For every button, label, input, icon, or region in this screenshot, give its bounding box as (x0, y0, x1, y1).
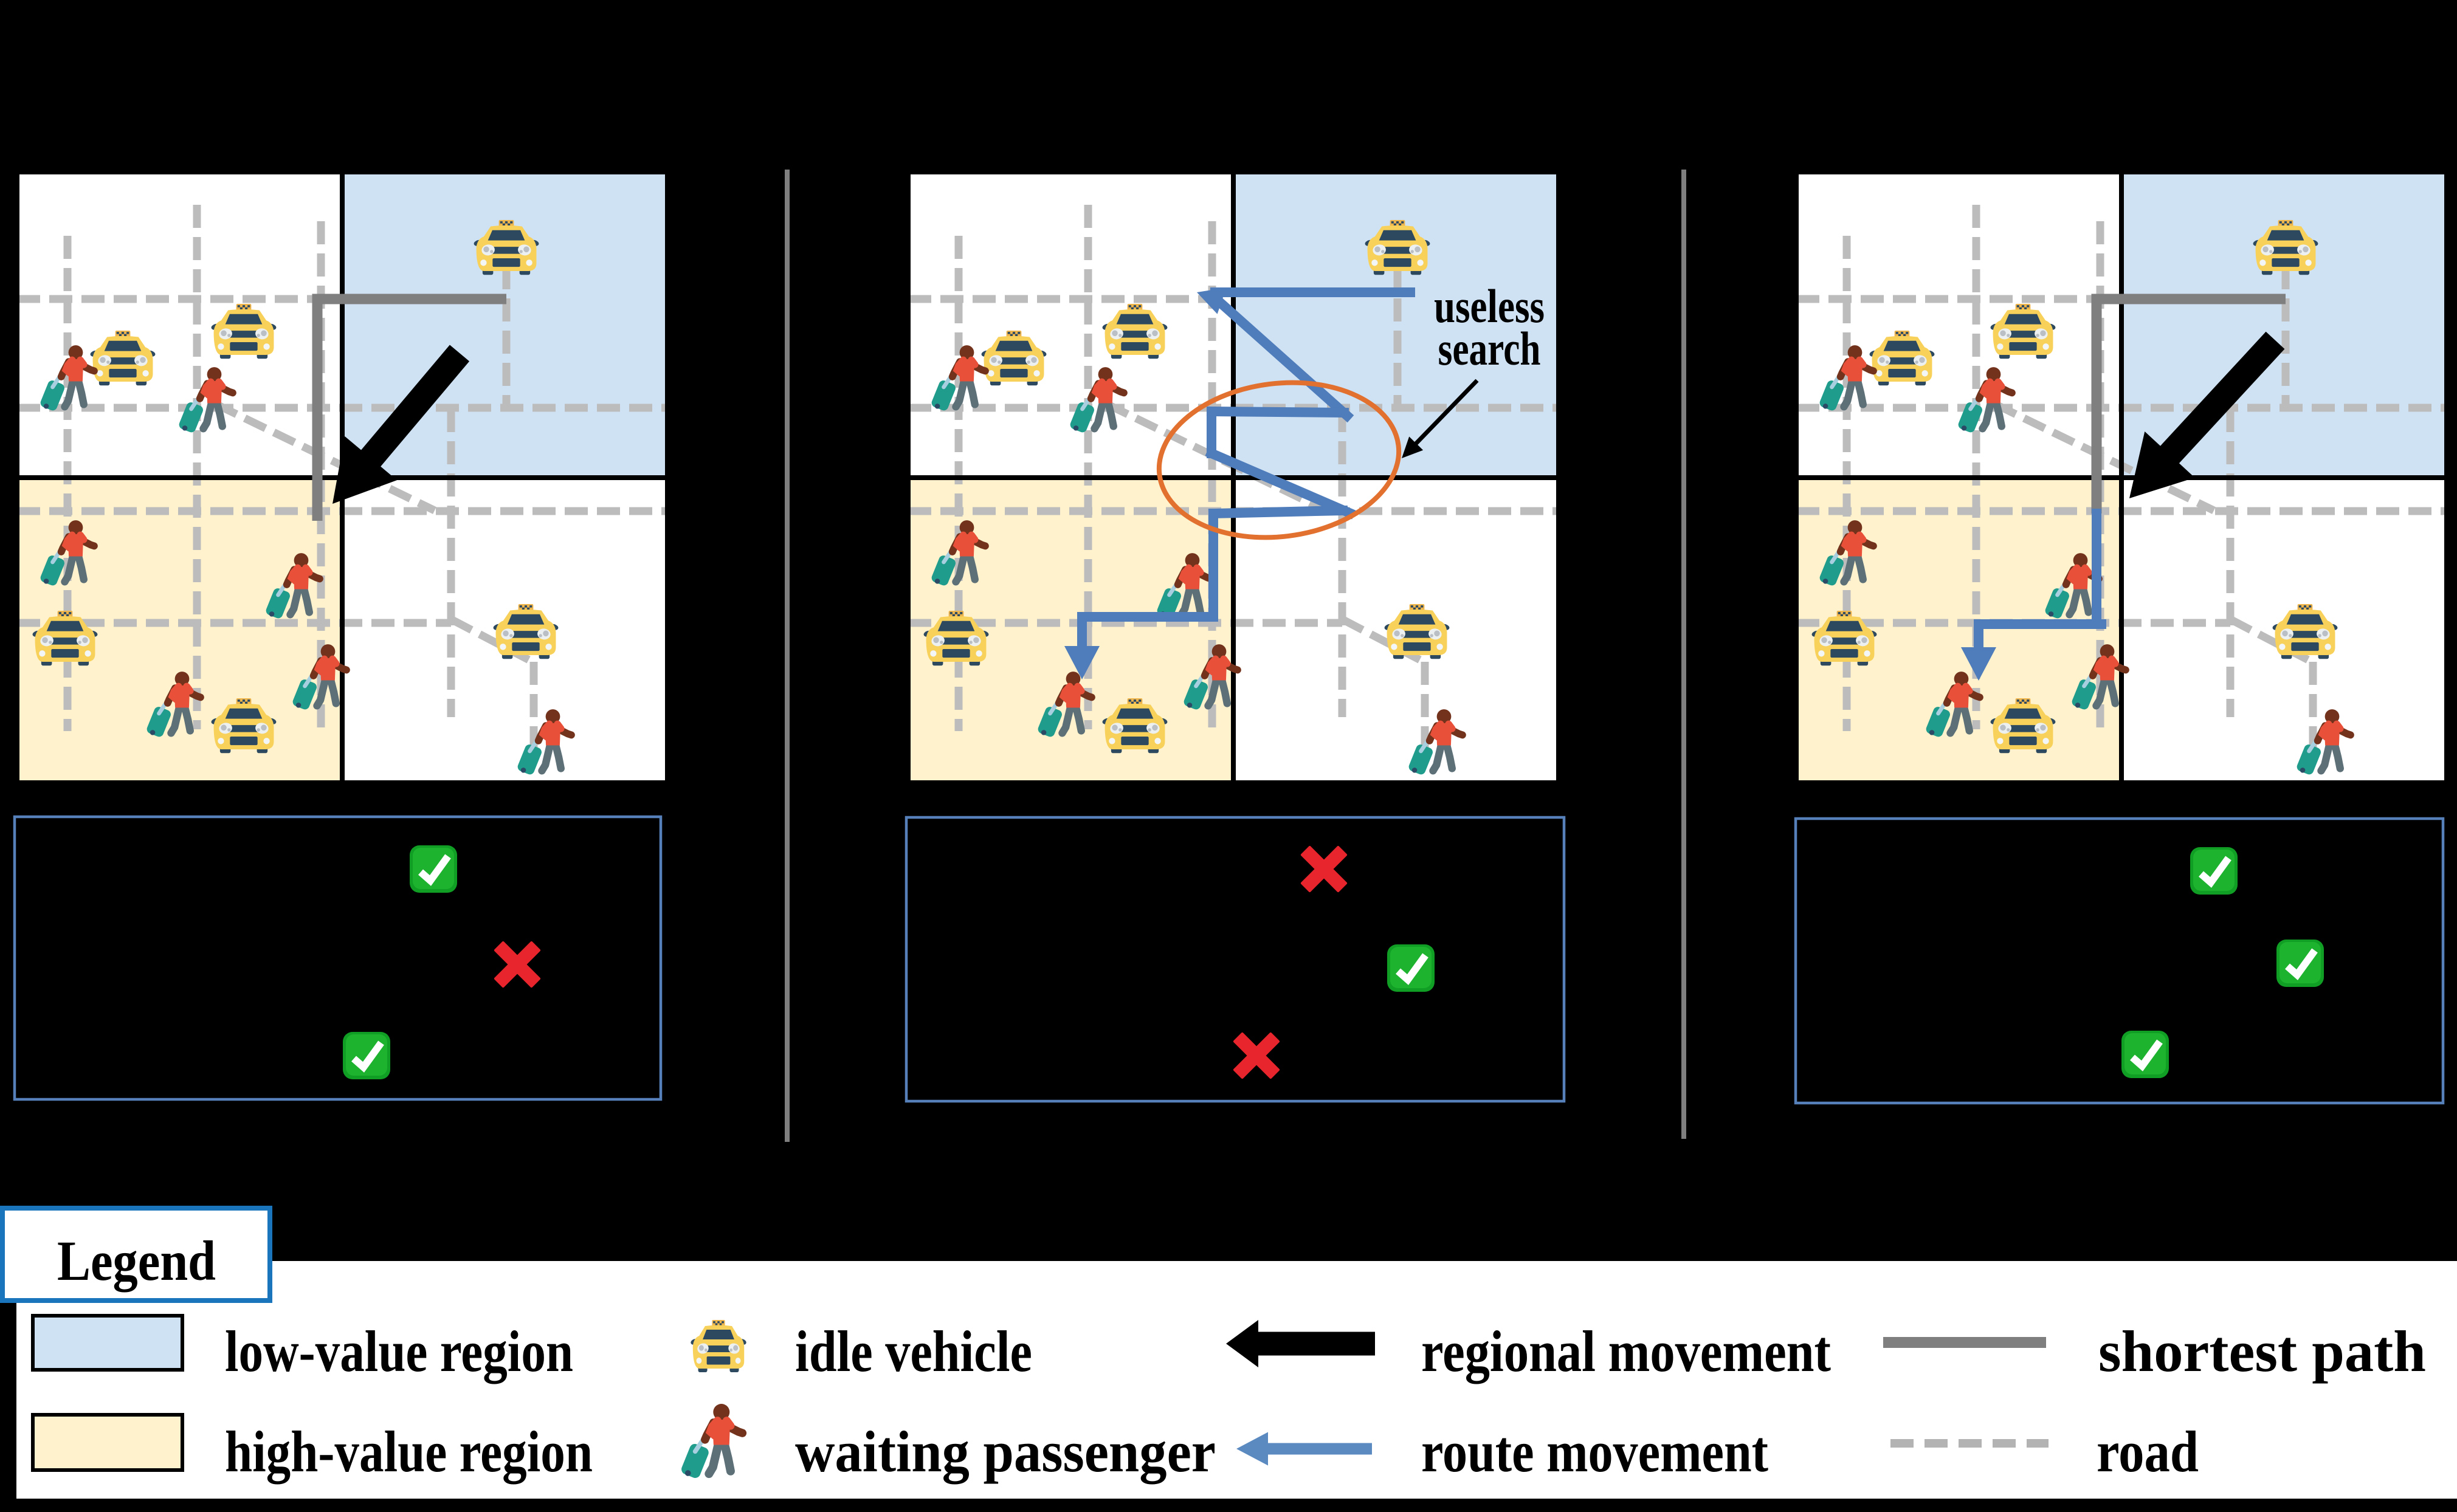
svg-text:regional movement: regional movement (1421, 1319, 1831, 1384)
svg-text:Legend: Legend (57, 1230, 216, 1293)
svg-text:road: road (2097, 1419, 2199, 1484)
svg-text:route movement: route movement (1421, 1419, 1768, 1484)
svg-text:high-value region: high-value region (225, 1419, 593, 1484)
svg-text:search: search (1438, 322, 1541, 375)
svg-text:low-value region: low-value region (225, 1319, 573, 1384)
svg-text:idle vehicle: idle vehicle (795, 1319, 1032, 1384)
svg-text:shortest path: shortest path (2098, 1319, 2426, 1384)
svg-text:useless: useless (1434, 280, 1545, 332)
svg-text:waiting passenger: waiting passenger (795, 1419, 1216, 1484)
